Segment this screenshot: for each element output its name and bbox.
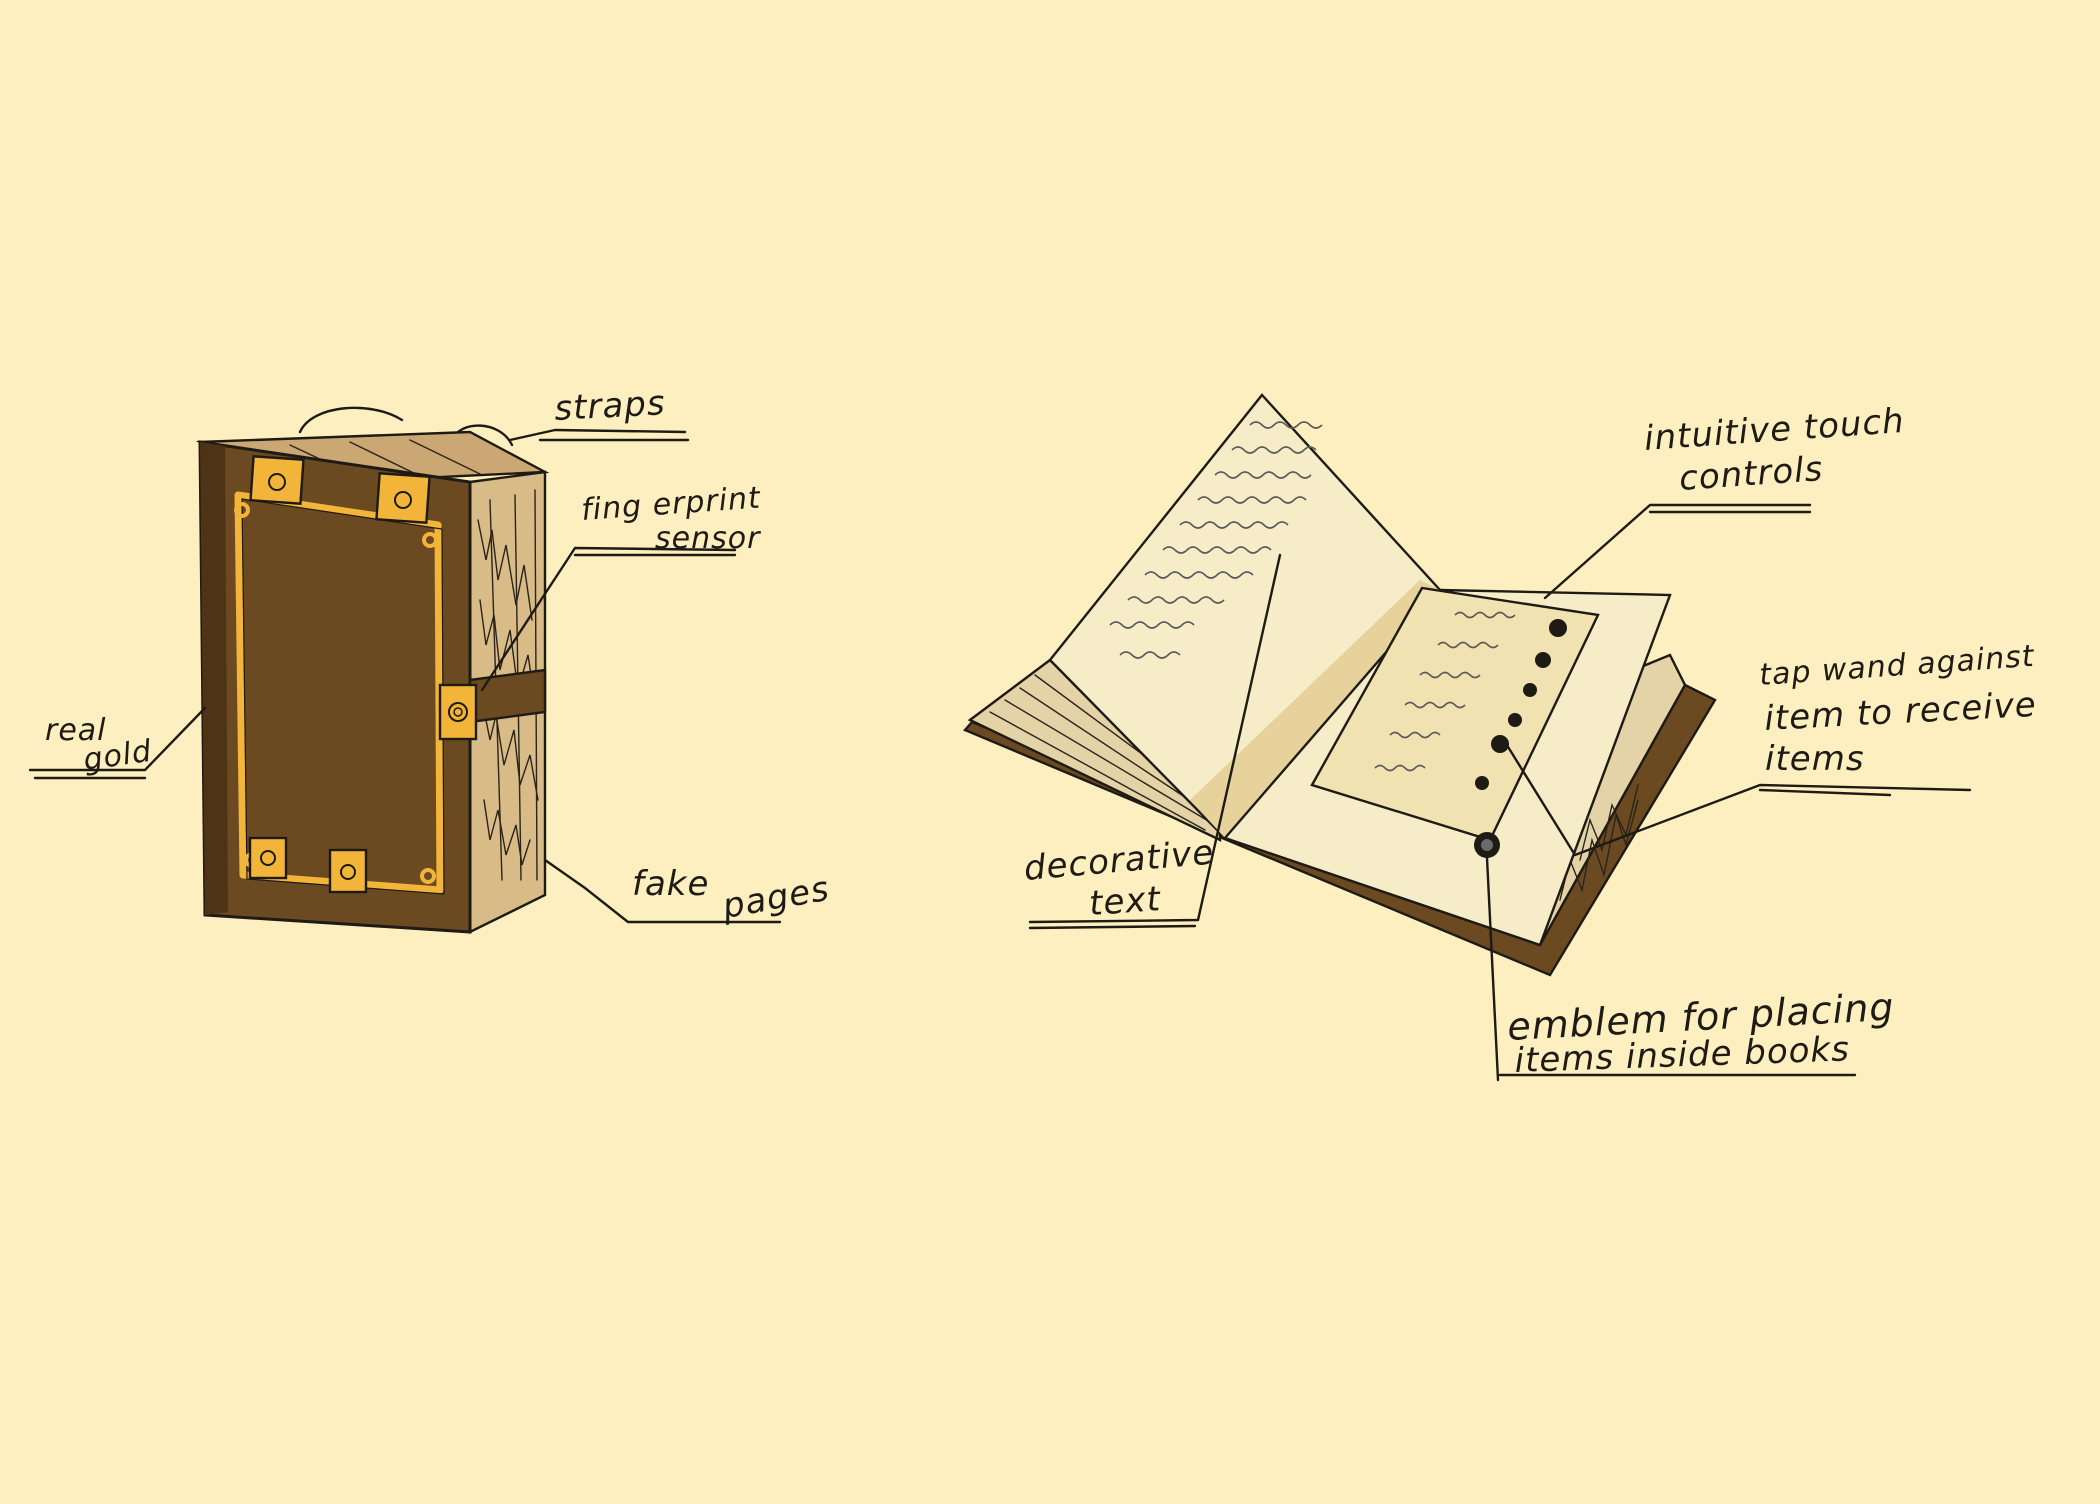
- clasp-top-right: [376, 473, 429, 522]
- touch-button-1: [1549, 619, 1567, 637]
- straps-leader: [510, 430, 685, 440]
- label-fake: fake: [632, 864, 709, 904]
- touch-button-6: [1475, 776, 1489, 790]
- decorative-underline: [1030, 926, 1195, 928]
- label-fingerprint-line2: sensor: [655, 521, 761, 556]
- label-wand-line3: items: [1765, 739, 1865, 779]
- label-decorative-line1: decorative: [1022, 833, 1215, 889]
- touch-button-3: [1523, 683, 1537, 697]
- side-strap: [470, 670, 545, 722]
- touch-button-4: [1508, 713, 1522, 727]
- touch-leader: [1545, 505, 1810, 598]
- label-pages: pages: [719, 869, 833, 927]
- label-wand-line1: tap wand against: [1758, 639, 2036, 693]
- clasp-bottom-left: [250, 838, 286, 878]
- label-decorative-line2: text: [1088, 879, 1163, 924]
- label-touch-line1: intuitive touch: [1643, 401, 1906, 459]
- fingerprint-sensor-clasp: [440, 685, 476, 739]
- label-touch-line2: controls: [1678, 449, 1825, 499]
- label-straps: straps: [553, 383, 666, 429]
- clasp-bottom-right: [330, 850, 366, 892]
- touch-button-2: [1535, 652, 1551, 668]
- label-wand-line2: item to receive: [1763, 685, 2037, 739]
- closed-book: [200, 408, 545, 932]
- emblem: [1474, 832, 1500, 858]
- top-strap-loop: [300, 408, 402, 432]
- clasp-top-left: [251, 456, 304, 503]
- open-book: [965, 395, 1715, 975]
- wand-underline: [1760, 790, 1890, 795]
